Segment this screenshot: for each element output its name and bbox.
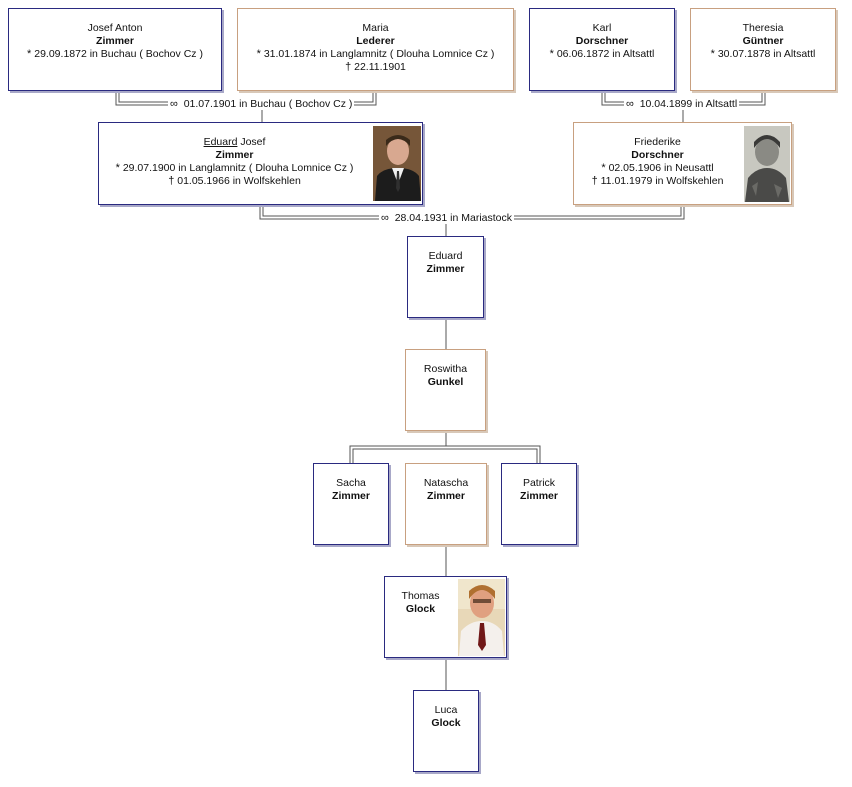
surname: Gunkel <box>427 376 464 388</box>
given-name: Roswitha <box>423 363 468 375</box>
death-line: † 11.01.1979 in Wolfskehlen <box>591 175 724 187</box>
given-name: Eduard <box>428 250 463 262</box>
given-name: Luca <box>434 704 458 716</box>
given-name: Josef Anton <box>87 22 143 34</box>
surname: Glock <box>431 717 461 729</box>
surname: Dorschner <box>575 35 629 47</box>
surname: Güntner <box>742 35 784 47</box>
portrait-photo <box>373 126 421 201</box>
birth-line: * 02.05.1906 in Neusattl <box>601 162 714 174</box>
person-card-maria-lederer[interactable]: Maria Lederer * 31.01.1874 in Langlamnit… <box>237 8 514 91</box>
given-name: Patrick <box>522 477 556 489</box>
person-card-karl-dorschner[interactable]: Karl Dorschner * 06.06.1872 in Altsattl <box>529 8 675 91</box>
birth-line: * 31.01.1874 in Langlamnitz ( Dlouha Lom… <box>256 48 495 60</box>
surname: Zimmer <box>332 490 370 502</box>
marriage-label-2: ∞ 10.04.1899 in Altsattl <box>624 98 740 110</box>
person-card-eduard-zimmer[interactable]: Eduard Zimmer <box>407 236 484 318</box>
surname: Dorschner <box>631 149 684 161</box>
surname: Zimmer <box>426 263 465 275</box>
person-card-patrick-zimmer[interactable]: Patrick Zimmer <box>501 463 577 545</box>
death-line: † 01.05.1966 in Wolfskehlen <box>168 175 301 187</box>
given-name: Theresia <box>742 22 784 34</box>
death-line: † 22.11.1901 <box>345 61 406 73</box>
person-card-theresia-guentner[interactable]: Theresia Güntner * 30.07.1878 in Altsatt… <box>690 8 836 91</box>
surname: Lederer <box>356 35 395 47</box>
person-card-sacha-zimmer[interactable]: Sacha Zimmer <box>313 463 389 545</box>
given-name: Thomas <box>401 590 440 602</box>
given-name: Eduard Josef <box>203 136 266 148</box>
portrait-photo <box>744 126 790 202</box>
given-name: Sacha <box>336 477 366 489</box>
birth-line: * 06.06.1872 in Altsattl <box>549 48 655 60</box>
person-card-josef-anton-zimmer[interactable]: Josef Anton Zimmer * 29.09.1872 in Bucha… <box>8 8 222 91</box>
given-name: Maria <box>362 22 389 34</box>
surname: Glock <box>405 603 436 615</box>
portrait-photo <box>458 579 505 656</box>
surname: Zimmer <box>96 35 134 47</box>
marriage-label-1: ∞ 01.07.1901 in Buchau ( Bochov Cz ) <box>168 98 355 110</box>
surname: Zimmer <box>520 490 558 502</box>
surname: Zimmer <box>427 490 465 502</box>
birth-line: * 30.07.1878 in Altsattl <box>710 48 816 60</box>
given-name: Natascha <box>423 477 469 489</box>
person-card-roswitha-gunkel[interactable]: Roswitha Gunkel <box>405 349 486 431</box>
marriage-label-3: ∞ 28.04.1931 in Mariastock <box>379 212 515 224</box>
person-card-thomas-glock[interactable]: Thomas Glock <box>384 576 507 658</box>
birth-line: * 29.07.1900 in Langlamnitz ( Dlouha Lom… <box>115 162 354 174</box>
person-card-luca-glock[interactable]: Luca Glock <box>413 690 479 772</box>
given-name: Karl <box>592 22 612 34</box>
birth-line: * 29.09.1872 in Buchau ( Bochov Cz ) <box>27 48 203 60</box>
person-card-eduard-josef-zimmer[interactable]: Eduard Josef Zimmer * 29.07.1900 in Lang… <box>98 122 423 205</box>
surname: Zimmer <box>215 149 254 161</box>
person-card-friederike-dorschner[interactable]: Friederike Dorschner * 02.05.1906 in Neu… <box>573 122 792 205</box>
person-card-natascha-zimmer[interactable]: Natascha Zimmer <box>405 463 487 545</box>
given-name: Friederike <box>634 136 681 148</box>
